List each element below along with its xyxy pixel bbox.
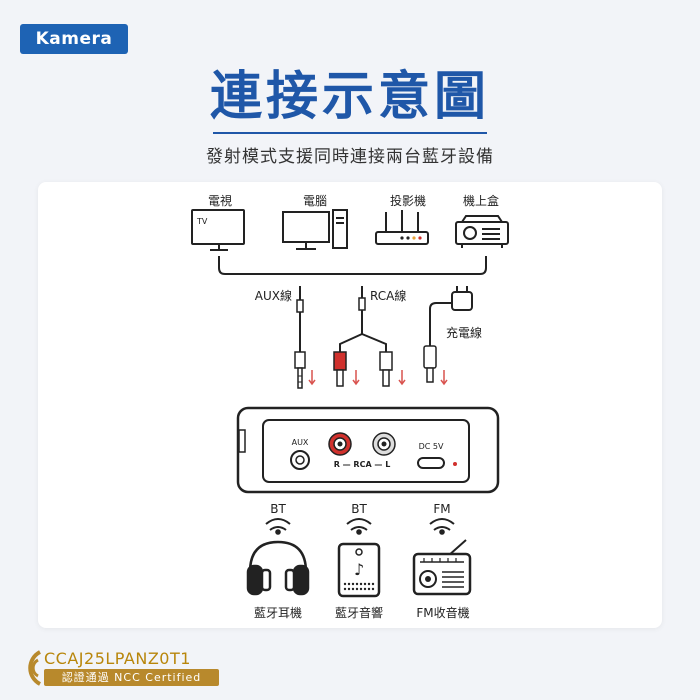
wireless-signal-icon [265,518,455,535]
transmitter-device [236,406,500,494]
aux-cable [294,286,306,389]
computer-icon [282,209,348,250]
dc-port [417,457,445,469]
set-top-box-icon [455,215,509,248]
kamera-logo: Kamera [20,24,128,54]
radio-icon [412,539,472,596]
rca-port-right [328,432,352,456]
led-indicator [453,462,457,466]
output-label-speaker: 藍牙音響 [334,606,383,620]
output-mode-headphones: BT [270,502,286,516]
output-mode-speaker: BT [351,502,367,516]
svg-text:♪: ♪ [354,560,364,579]
insert-arrow-icon [308,370,448,386]
rca-cable [333,286,393,387]
speaker-icon: ♪ [337,542,381,598]
source-label-tv: 電視 [207,194,232,208]
title-divider [213,132,487,134]
ncc-certified-badge: 認證通過 NCC Certified [44,669,219,686]
projector-icon [375,210,429,245]
charge-cable-label: 充電線 [446,326,483,340]
ncc-certification-code: CCAJ25LPANZ0T1 [44,649,191,668]
tv-icon [191,209,245,251]
aux-port-label: AUX [291,438,309,447]
source-label-computer: 電腦 [302,194,327,208]
source-label-projector: 投影機 [389,194,426,208]
output-label-headphones: 藍牙耳機 [253,606,302,620]
charging-cable [423,286,473,383]
source-connection-line [218,256,487,275]
dc-port-label: DC 5V [418,442,444,451]
rca-port-label: R — RCA — L [333,460,391,469]
page-title: 連接示意圖 [209,67,490,127]
output-label-radio: FM收音機 [416,606,470,620]
aux-cable-label: AUX線 [254,289,292,303]
page-subtitle: 發射模式支援同時連接兩台藍牙設備 [206,147,494,167]
ncc-logo-icon [28,650,42,686]
rca-cable-label: RCA線 [370,289,407,303]
tv-screen-text: TV [196,217,208,226]
aux-port [290,450,310,470]
output-mode-radio: FM [433,502,451,516]
rca-port-left [372,432,396,456]
source-label-settopbox: 機上盒 [462,194,499,208]
headphones-icon [246,540,310,596]
